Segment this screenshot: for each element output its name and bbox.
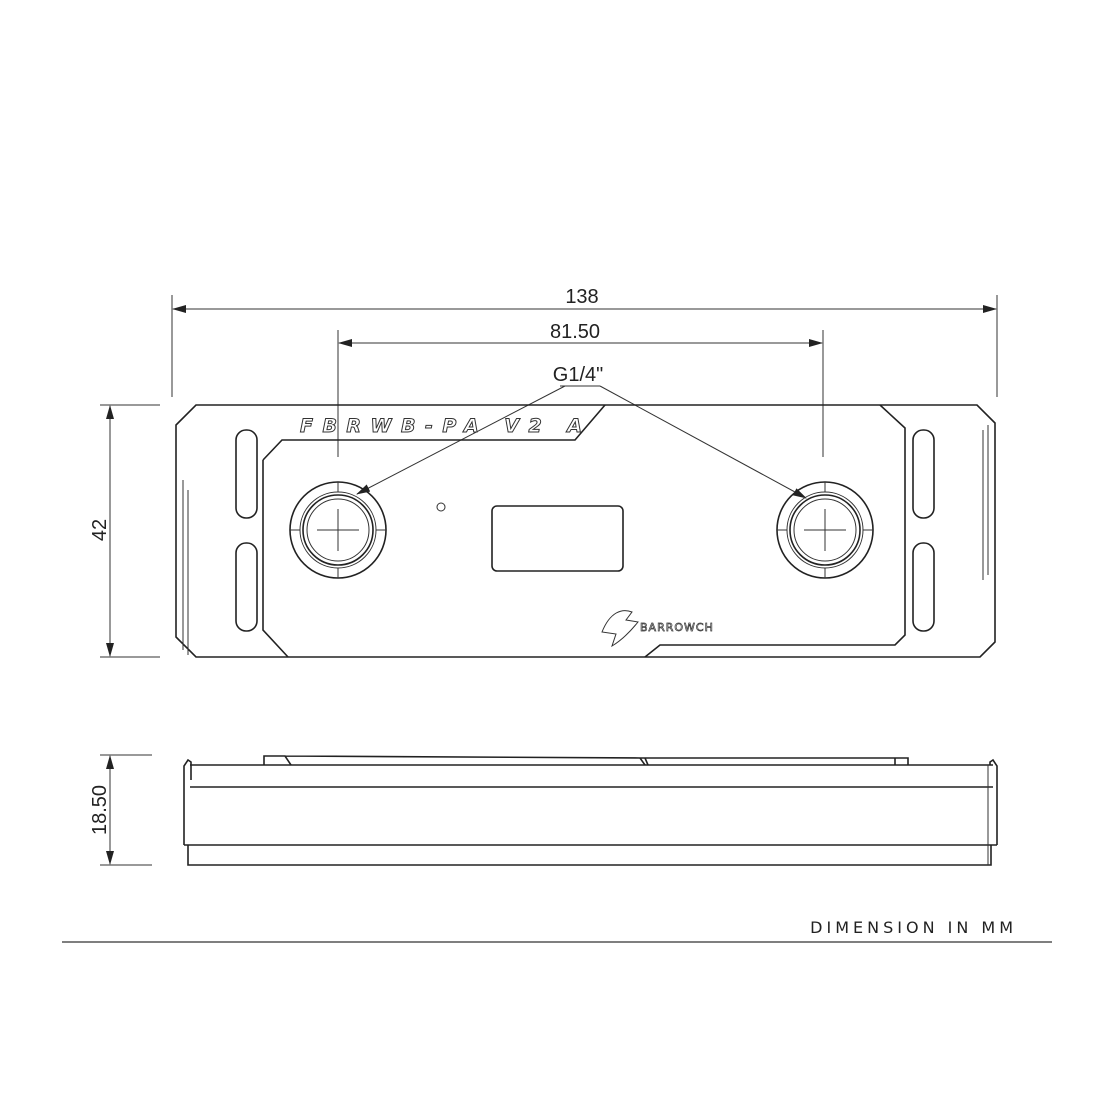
dimension-label-port-spacing: 81.50 <box>550 321 600 343</box>
mounting-slot <box>912 542 935 632</box>
port-right <box>776 481 874 579</box>
dimension-width: 42 <box>89 404 160 658</box>
mounting-slot <box>235 429 258 519</box>
dimension-label-length: 138 <box>565 286 598 308</box>
model-label: FBRWB-PA V2 A <box>300 415 585 437</box>
dimension-label-width: 42 <box>89 519 111 541</box>
dimension-port-spacing: 81.50 <box>337 321 824 457</box>
port-thread-label: G1/4" <box>553 364 603 386</box>
display-window <box>491 505 624 572</box>
side-view <box>183 755 998 866</box>
mounting-slot <box>912 429 935 519</box>
dimension-height: 18.50 <box>89 754 152 866</box>
svg-text:BARROWCH: BARROWCH <box>640 621 714 634</box>
top-view: FBRWB-PA V2 A BARROWCH <box>175 404 996 658</box>
dimension-overall-length: 138 <box>171 286 998 397</box>
mounting-slot <box>235 542 258 632</box>
units-note: DIMENSION IN MM <box>810 918 1017 937</box>
brand-logo: BARROWCH <box>601 610 714 648</box>
port-left <box>289 481 387 579</box>
dimension-label-height: 18.50 <box>89 785 111 835</box>
sensor-hole <box>436 502 446 512</box>
